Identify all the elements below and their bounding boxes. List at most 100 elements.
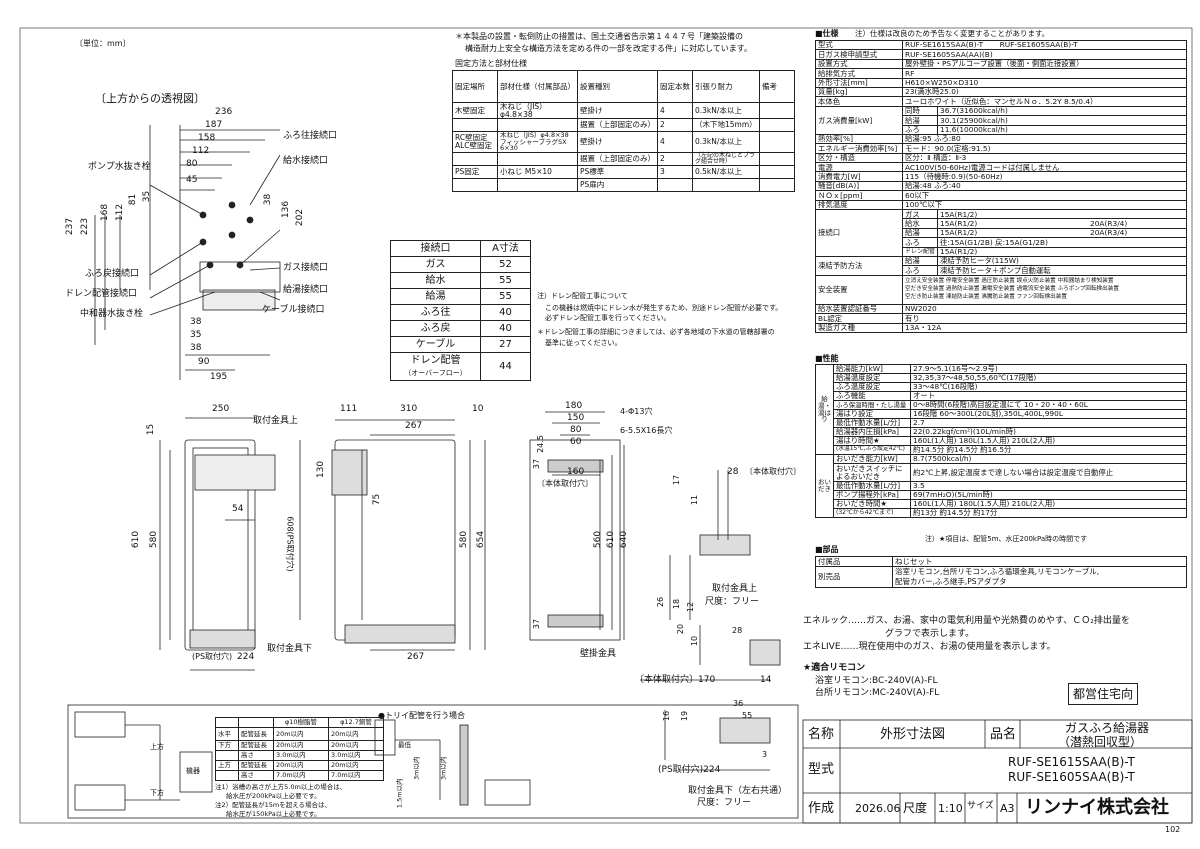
spec-value: 屋外壁掛・PSアルコーブ設置（後面・側面近接設置）: [902, 58, 1187, 70]
perf-value: 8.7(7500kcal/h): [910, 454, 1187, 464]
side-dim-10: 10: [472, 404, 484, 414]
bracket-dim-11: 11: [690, 494, 700, 506]
perf-label: 湯はり設定: [833, 409, 911, 419]
perf-label: ふろ保温時間・たし湯量: [833, 400, 911, 410]
tb-product-2: （潜熱回収型）: [1058, 735, 1143, 749]
spec-label: 給水装置認証番号: [815, 303, 903, 315]
tb-date: 2026.06: [855, 802, 901, 815]
top-view-title: 〔上方からの透視図〕: [95, 92, 205, 105]
spec-value: 36.7(31600kcal/h): [937, 105, 1187, 117]
bracket-dim-12: 12: [686, 601, 696, 613]
front-dim-608: 608(PS取付穴): [285, 516, 295, 572]
spec-label: ガス消費量[kW]: [815, 105, 903, 135]
bracket-dim-18: 18: [672, 598, 682, 610]
dim-81: 81: [128, 193, 139, 206]
spec-label: BL認定: [815, 313, 903, 324]
dim-136: 136: [281, 200, 292, 219]
spec-label: 接続口: [815, 209, 903, 257]
label-bath-return: ふろ戻接続口: [85, 269, 140, 279]
side-dim-580: 580: [459, 530, 470, 549]
label-hot-water: 給湯接続口: [283, 285, 329, 295]
conn-value: 44: [480, 352, 531, 381]
spec-safety-line: 立消え安全装置 停電安全装置 過圧防止装置 誤点火防止装置 中和器詰まり検知装置: [905, 278, 1114, 285]
perf-value: 約2℃上昇,設定温度まで達しない場合は設定温度で自動停止: [910, 463, 1187, 482]
dim-38-b1: 38: [190, 317, 202, 327]
label-bath-outlet: ふろ往接続口: [283, 131, 338, 141]
perf-title: ■性能: [815, 354, 839, 363]
tb-name-label: 名称: [808, 727, 835, 742]
spec-value: 給湯:48 ふろ:40: [902, 180, 1187, 192]
spec-value: 13A・12A: [902, 322, 1187, 333]
drain-unit-label: 機器: [186, 767, 200, 775]
perf-value: 33〜48℃(16段階): [910, 382, 1187, 392]
drain-cell: 高さ: [238, 770, 274, 781]
fixing-cell: （木下地15mm）: [692, 118, 760, 132]
spec-safety: 立消え安全装置 停電安全装置 過圧防止装置 誤点火防止装置 中和器詰まり検知装置…: [902, 274, 1187, 305]
spec-label: エネルギー消費効率[%]: [815, 143, 903, 154]
fixing-cell: 3: [657, 164, 693, 179]
drain-cell: 20m以内: [273, 760, 329, 771]
perf-value: 22(0.22kgf/cm²)(10L/min時): [910, 427, 1187, 437]
parts-label: 付属品: [815, 556, 893, 567]
fixing-cell: PS扉内: [577, 177, 658, 192]
side-dim-310: 310: [400, 404, 418, 414]
bracket-dim-19: 19: [680, 710, 690, 722]
front-dim-580: 580: [149, 530, 160, 549]
rear-dim-hole-13: 4-Φ13穴: [620, 407, 653, 416]
spec-value: 23(満水時25.0): [902, 86, 1187, 98]
tb-product-1: ガスふろ給湯器: [1065, 721, 1150, 735]
bracket-dim-16: 16: [662, 710, 672, 722]
spec-value: 15A(R1/2): [937, 209, 1187, 220]
drain-height-1-5: 1.5m以内: [395, 778, 404, 809]
dim-168: 168: [100, 203, 111, 222]
fixing-cell: 木壁固定: [452, 102, 498, 119]
parts-title: ■部品: [815, 545, 839, 554]
spec-value: 30.1(25900kcal/h): [937, 115, 1187, 126]
fixing-cell: 0.3kN/本以上: [692, 102, 760, 119]
drain-cell: 20m以内: [328, 760, 384, 771]
spec-conn-a: 15A(R1/2): [940, 218, 978, 228]
rear-dim-150: 150: [567, 413, 585, 423]
spec-sub: 給湯: [901, 227, 939, 239]
front-dim-250: 250: [212, 404, 230, 414]
spec-conn-a: 15A(R1/2): [940, 209, 978, 219]
fixing-header: 設置種別: [577, 70, 658, 103]
dim-195: 195: [210, 372, 228, 382]
spec-note: 注）仕様は改良のため予告なく変更することがあります。: [855, 29, 1050, 38]
fixing-header: 固定本数: [657, 70, 693, 103]
drain-note-a: 注1）浴槽の高さが上方5.0m以上の場合は、: [215, 783, 347, 791]
front-label-ps-hole: (PS取付穴): [192, 652, 233, 661]
fixing-cell: 0.5kN/本以上: [692, 164, 760, 179]
drain-cell: 20m以内: [328, 727, 384, 741]
perf-label: (32℃から42℃まで): [833, 508, 911, 518]
perf-label: 給湯温度設定: [833, 373, 911, 383]
notice-line-1: ＊本製品の設置・転倒防止の措置は、国土交通省告示第１４４７号「建築設備の: [455, 32, 743, 41]
bracket-dim-28: 28: [727, 467, 739, 477]
fixing-cell: （左記の木ねじとプラグ組合せ時）: [692, 151, 760, 166]
drain-note-5: 基準に従ってください。: [545, 339, 622, 347]
bracket-dim-10: 10: [690, 635, 700, 647]
dim-237: 237: [65, 217, 76, 236]
perf-side: 給湯・湯はり: [815, 364, 834, 455]
spec-value: 15A(R1/2)20A(R3/4): [937, 218, 1187, 229]
spec-label: 区分・構造: [815, 152, 903, 164]
conn-name-drain: ドレン配管（オーバーフロー）: [390, 352, 481, 381]
conn-name: ふろ往: [390, 304, 481, 321]
drain-cell: 配管延長: [238, 760, 274, 771]
dim-236: 236: [215, 107, 233, 117]
conn-header: A寸法: [480, 240, 531, 257]
fixing-title: 固定方法と部材仕様: [455, 59, 527, 68]
drain-cell: 水平: [215, 727, 239, 741]
conn-value: 40: [480, 304, 531, 321]
bracket-dim-17: 17: [672, 474, 682, 486]
side-dim-130: 130: [316, 460, 327, 479]
perf-value: 約13分 約14.5分 約17分: [910, 508, 1187, 518]
perf-label: 最低作動水量[L/分]: [833, 481, 911, 491]
residence-badge: 都営住宅向: [1068, 683, 1138, 705]
spec-value: モード：90.0(定格:91.5): [902, 143, 1187, 154]
spec-value: 15A(R1/2)20A(R3/4): [937, 227, 1187, 239]
dim-187: 187: [205, 120, 223, 130]
